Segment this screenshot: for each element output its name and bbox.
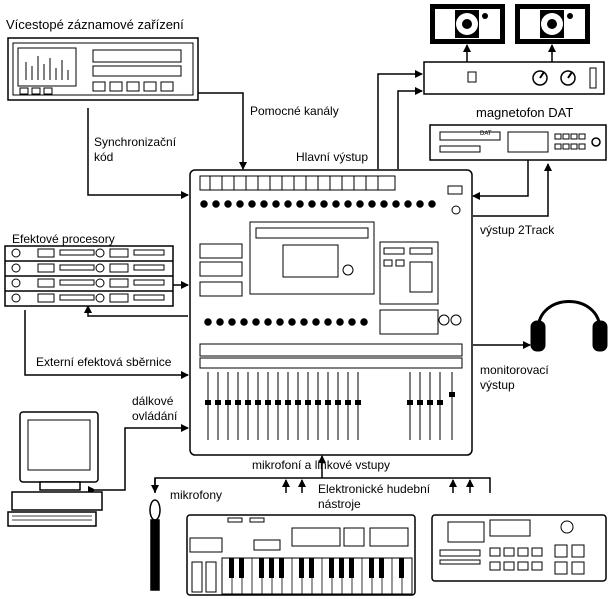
headphones-icon bbox=[530, 300, 608, 352]
label-mics: mikrofony bbox=[170, 488, 223, 502]
two-track-line-b bbox=[473, 163, 552, 217]
label-two-track: výstup 2Track bbox=[480, 223, 555, 237]
aux-line-a bbox=[191, 89, 247, 170]
multitrack-recorder bbox=[7, 37, 199, 101]
sampler-device bbox=[431, 514, 607, 582]
effects-processors bbox=[4, 245, 174, 307]
speaker-icon bbox=[430, 4, 590, 44]
label-sync-2: kód bbox=[94, 150, 114, 164]
label-ext-bus: Externí efektová sběrnice bbox=[36, 355, 172, 369]
power-amplifier bbox=[423, 61, 605, 95]
label-main-out: Hlavní výstup bbox=[296, 150, 369, 164]
keyboard-icon bbox=[186, 514, 416, 596]
label-instruments-1: Elektronické hudební bbox=[318, 482, 431, 496]
main-out-line-amp bbox=[377, 70, 423, 169]
label-monitor-1: monitorovací bbox=[480, 363, 549, 377]
two-track-line-a bbox=[472, 160, 529, 200]
dat-recorder bbox=[429, 124, 607, 161]
label-instruments-2: nástroje bbox=[318, 497, 361, 511]
computer-icon bbox=[7, 411, 103, 527]
label-dat-badge: DAT bbox=[480, 131, 492, 137]
ext-bus-line bbox=[24, 310, 189, 379]
label-dat: magnetofon DAT bbox=[476, 105, 574, 120]
label-remote-2: ovládání bbox=[132, 409, 178, 423]
label-effects: Efektové procesory bbox=[12, 232, 115, 246]
main-out-line-dat bbox=[397, 87, 423, 169]
effects-return-line bbox=[84, 305, 188, 317]
label-sync-1: Synchronizační bbox=[94, 135, 177, 149]
microphone-icon bbox=[149, 499, 161, 591]
label-remote-1: dálkové bbox=[132, 394, 174, 408]
label-mic-line: mikrofoní a linkové vstupy bbox=[252, 458, 391, 472]
sync-line bbox=[87, 108, 189, 199]
label-multitrack: Vícestopé záznamové zařízení bbox=[6, 17, 184, 32]
remote-line bbox=[88, 424, 189, 494]
label-aux: Pomocné kanály bbox=[250, 104, 339, 118]
connection-lines bbox=[24, 44, 556, 494]
label-monitor-2: výstup bbox=[480, 378, 515, 392]
mixing-console bbox=[189, 169, 473, 456]
